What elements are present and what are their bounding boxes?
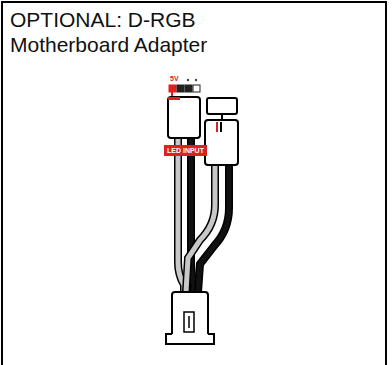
connector-label: LED INPUT bbox=[164, 145, 207, 156]
pin-label: 5V bbox=[170, 75, 179, 83]
panel-title: OPTIONAL: D-RGB Motherboard Adapter bbox=[10, 7, 310, 57]
